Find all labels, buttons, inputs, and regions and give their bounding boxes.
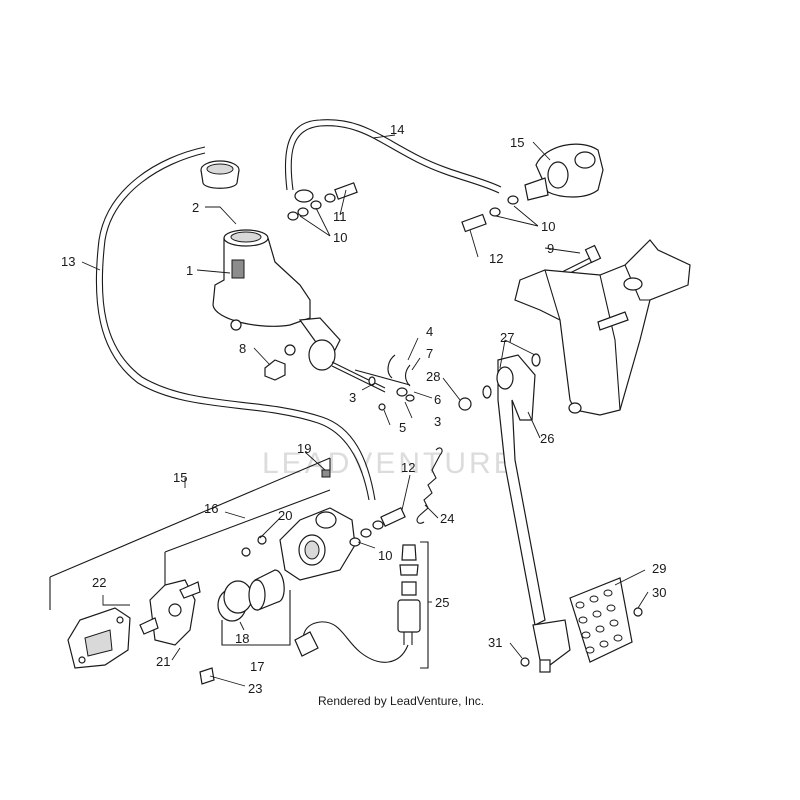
callout-26: 26	[540, 431, 554, 446]
callout-15-lower: 15	[173, 470, 187, 485]
callout-1: 1	[186, 263, 193, 278]
callout-23: 23	[248, 681, 262, 696]
callout-6: 6	[434, 392, 441, 407]
pedal-washers	[458, 353, 541, 411]
bolt-31	[520, 657, 530, 667]
callout-14: 14	[390, 122, 404, 137]
credit-text: Rendered by LeadVenture, Inc.	[318, 694, 484, 708]
washers-20	[241, 535, 267, 557]
callout-16: 16	[204, 501, 218, 516]
banjo-fittings-upper	[287, 182, 358, 221]
brake-pads	[67, 607, 131, 669]
leader-lines	[81, 134, 649, 687]
hose-14	[284, 119, 502, 194]
callout-28: 28	[426, 369, 440, 384]
banjo-fittings-caliper	[461, 195, 519, 233]
callout-18: 18	[235, 631, 249, 646]
caliper-upper	[524, 143, 604, 201]
callout-4: 4	[426, 324, 433, 339]
callout-25: 25	[435, 595, 449, 610]
callout-10-top: 10	[333, 230, 347, 245]
pedal-pad	[569, 577, 643, 663]
pedal-bracket	[514, 239, 691, 416]
reservoir-cap	[200, 160, 240, 189]
callout-9: 9	[547, 241, 554, 256]
brake-pedal-arm	[496, 354, 571, 673]
brake-switch	[397, 544, 421, 645]
callout-10-lower: 10	[378, 548, 392, 563]
callout-2: 2	[192, 200, 199, 215]
pushrod-clevis-parts	[354, 354, 415, 411]
callout-numbers: 1 2 3 3 4 5 6 7 8 9 10 10 10 11 12 12 13…	[61, 122, 666, 696]
callout-21: 21	[156, 654, 170, 669]
bracket-25	[420, 541, 429, 669]
callout-31: 31	[488, 635, 502, 650]
callout-19: 19	[297, 441, 311, 456]
callout-15-upper: 15	[510, 135, 524, 150]
watermark: LEADVENTURE	[262, 447, 517, 480]
callout-5: 5	[399, 420, 406, 435]
callout-7: 7	[426, 346, 433, 361]
callout-12-lower: 12	[401, 460, 415, 475]
caliper-bracket	[139, 579, 201, 646]
callout-13: 13	[61, 254, 75, 269]
callout-24: 24	[440, 511, 454, 526]
callout-30: 30	[652, 585, 666, 600]
switch-wire	[294, 621, 409, 663]
bracket-17	[221, 590, 291, 646]
callout-8: 8	[239, 341, 246, 356]
callout-10-caliper: 10	[541, 219, 555, 234]
callout-3-right: 3	[434, 414, 441, 429]
callout-3-left: 3	[349, 390, 356, 405]
master-cylinder	[212, 229, 386, 393]
caliper-lower	[279, 469, 406, 581]
callout-20: 20	[278, 508, 292, 523]
bolt-9	[561, 244, 602, 277]
hose-13	[95, 146, 376, 501]
callout-11: 11	[333, 209, 347, 224]
callout-29: 29	[652, 561, 666, 576]
callout-27: 27	[500, 330, 514, 345]
callout-17: 17	[250, 659, 264, 674]
callout-12-top: 12	[489, 251, 503, 266]
return-spring	[416, 447, 443, 524]
lower-bracket-outline	[49, 457, 331, 610]
piston-seals	[217, 569, 285, 622]
bolt-23	[199, 667, 215, 685]
callout-22: 22	[92, 575, 106, 590]
